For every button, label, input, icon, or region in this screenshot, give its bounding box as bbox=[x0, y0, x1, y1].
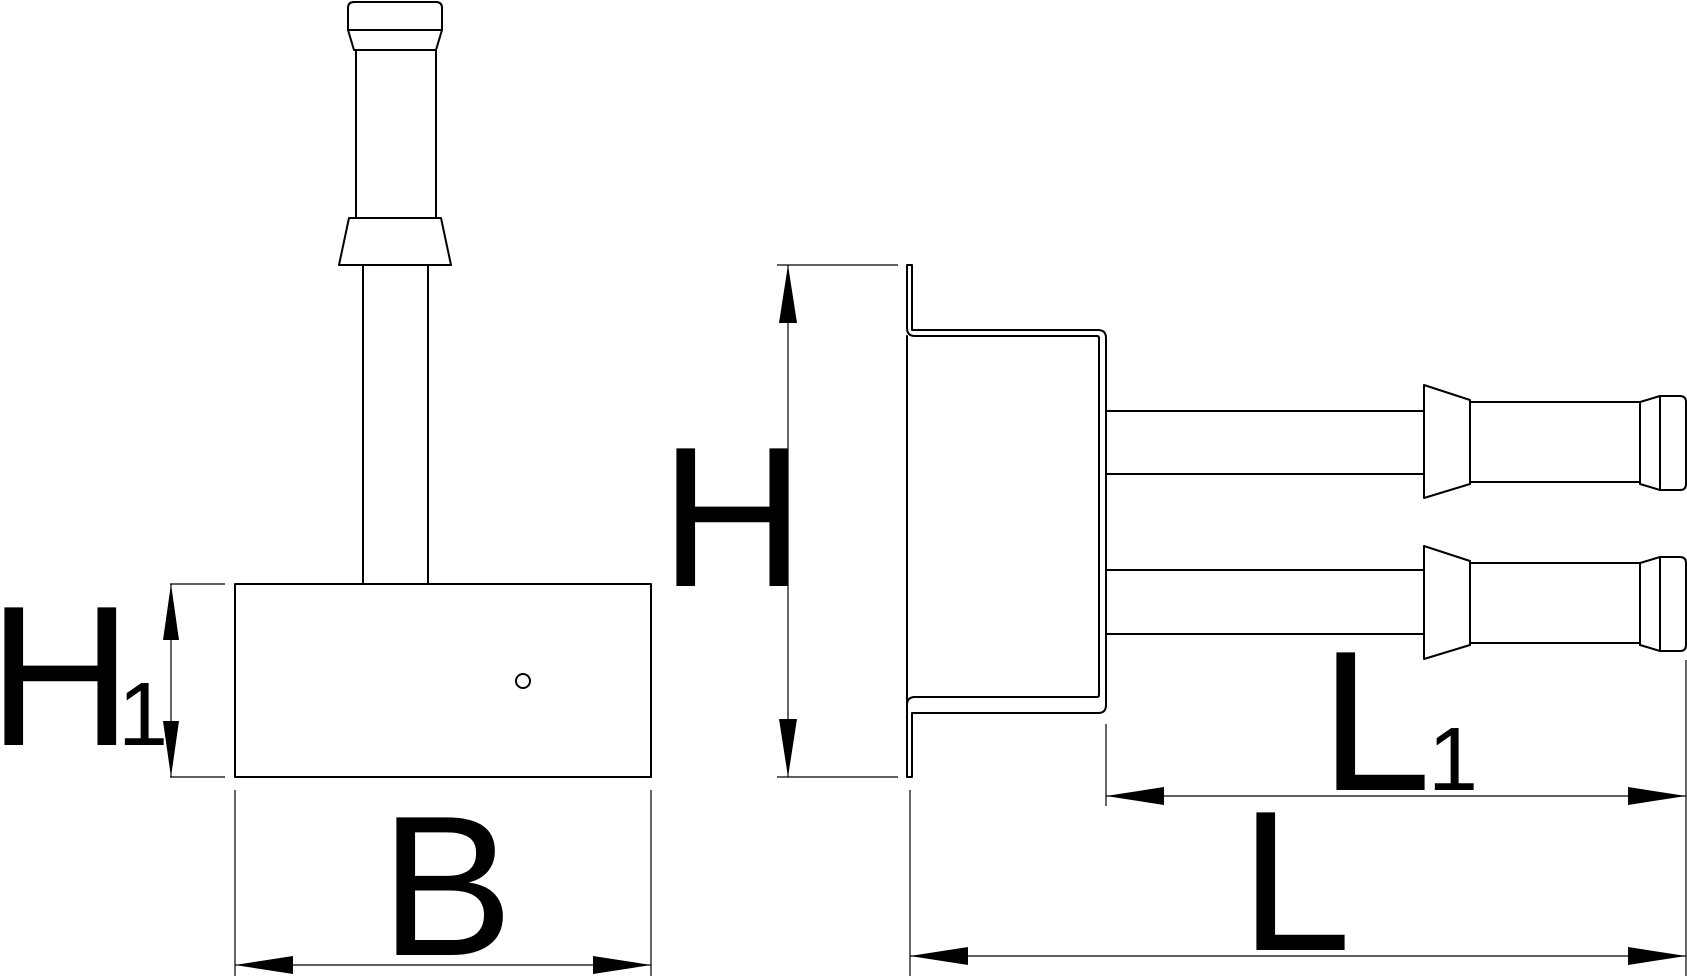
upper-grip bbox=[1469, 401, 1641, 483]
l1-arrow-left bbox=[1106, 787, 1164, 805]
h-arrow-bottom bbox=[779, 719, 797, 777]
upper-cap bbox=[1639, 395, 1687, 491]
h1-arrow-bottom bbox=[163, 721, 179, 777]
label-l1: L bbox=[1320, 610, 1431, 833]
dimension-l1 bbox=[1105, 660, 1687, 976]
lower-cap bbox=[1639, 556, 1687, 652]
h-arrow-top bbox=[779, 265, 797, 323]
h1-arrow-top bbox=[163, 584, 179, 640]
b-arrow-left bbox=[235, 956, 293, 974]
l1-arrow-right bbox=[1628, 787, 1686, 805]
upper-ferrule bbox=[1423, 384, 1471, 499]
front-body-hole bbox=[515, 673, 531, 689]
upper-shaft bbox=[1105, 410, 1425, 475]
front-view bbox=[234, 1, 652, 778]
dimension-b bbox=[234, 790, 652, 976]
front-handle-cap bbox=[347, 1, 443, 51]
lower-ferrule bbox=[1423, 545, 1471, 660]
front-handle-ferrule bbox=[338, 217, 452, 266]
front-body bbox=[234, 583, 652, 778]
front-handle-grip bbox=[355, 49, 437, 219]
label-b: B bbox=[380, 775, 513, 976]
dimension-h bbox=[777, 264, 898, 778]
upper-tool bbox=[1105, 384, 1687, 499]
lower-grip bbox=[1469, 562, 1641, 644]
dimension-h1 bbox=[163, 583, 225, 778]
label-h1: H bbox=[0, 565, 132, 788]
label-l1-subscript: 1 bbox=[1428, 710, 1478, 810]
b-arrow-right bbox=[593, 956, 651, 974]
lower-shaft bbox=[1105, 569, 1425, 635]
side-view bbox=[906, 264, 1687, 778]
label-h: H bbox=[660, 406, 804, 629]
lower-tool bbox=[1105, 545, 1687, 660]
dimension-l bbox=[909, 790, 1686, 976]
l-arrow-right bbox=[1628, 947, 1686, 965]
front-shaft bbox=[362, 264, 429, 585]
side-flange bbox=[906, 264, 1107, 778]
label-h1-subscript: 1 bbox=[118, 665, 168, 765]
l-arrow-left bbox=[910, 947, 968, 965]
label-l: L bbox=[1240, 770, 1351, 976]
